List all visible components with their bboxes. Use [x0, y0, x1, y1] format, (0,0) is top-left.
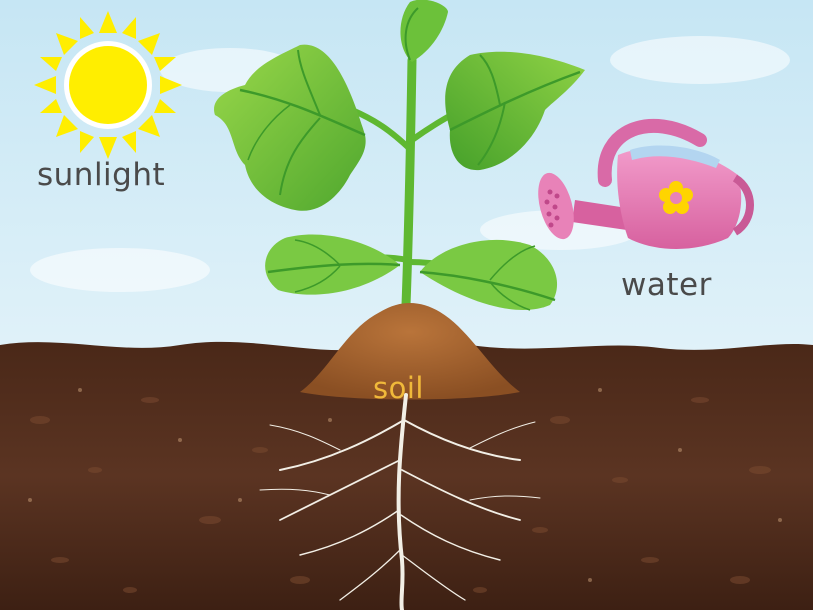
flower-icon [659, 181, 693, 214]
water-label: water [621, 267, 712, 303]
plant-icon [214, 0, 585, 335]
watering-can-icon [538, 118, 754, 249]
roots-icon [259, 393, 541, 610]
soil-ground [0, 341, 813, 610]
soil-mound [300, 303, 520, 400]
soil-label: soil [373, 371, 424, 405]
sunlight-label: sunlight [37, 157, 166, 193]
sun-icon [34, 11, 182, 159]
